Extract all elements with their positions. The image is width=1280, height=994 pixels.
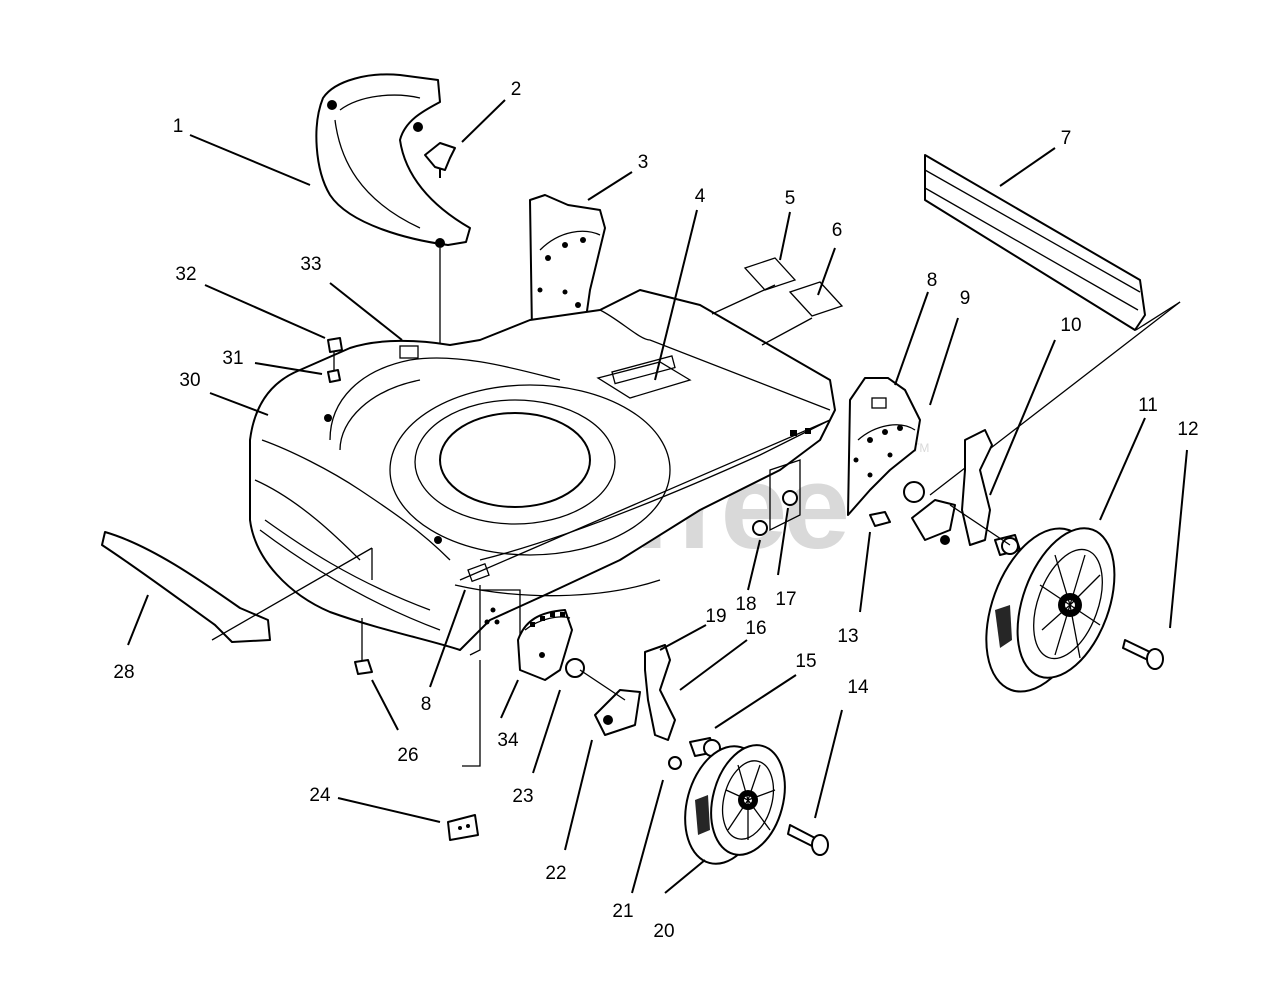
callout-22: 22 [545, 863, 566, 884]
callout-5: 5 [785, 188, 796, 209]
callout-23: 23 [512, 786, 533, 807]
callout-24: 24 [309, 785, 331, 806]
callout-14: 14 [847, 677, 869, 698]
part-small-hardware-rear [752, 459, 925, 536]
part-nut [354, 618, 373, 675]
part-deflector [315, 73, 471, 248]
part-rear-shield [924, 154, 1181, 496]
callout-7: 7 [1061, 128, 1072, 149]
part-front-wheel-bolt [787, 824, 829, 856]
callout-18: 18 [735, 594, 756, 615]
part-screws-left [327, 337, 343, 383]
callout-17: 17 [775, 589, 796, 610]
callout-8-front: 8 [421, 694, 432, 715]
part-deck-housing [249, 289, 836, 656]
part-rear-wheel-bolt [1122, 639, 1164, 670]
callout-21: 21 [612, 901, 633, 922]
callout-9: 9 [960, 288, 971, 309]
callout-28: 28 [113, 662, 134, 683]
part-front-wheel [684, 744, 786, 865]
part-height-bracket-front [517, 609, 573, 681]
callout-26: 26 [397, 745, 418, 766]
callout-12: 12 [1177, 419, 1198, 440]
part-rear-axle-bracket [911, 429, 1021, 556]
callout-11: 11 [1138, 395, 1158, 416]
callout-19: 19 [705, 606, 726, 627]
callout-4: 4 [695, 186, 706, 207]
part-front-axle-bracket [565, 644, 721, 770]
callout-1: 1 [173, 116, 184, 137]
callout-33: 33 [300, 254, 321, 275]
part-discharge-plug [101, 531, 373, 643]
callout-2: 2 [511, 79, 522, 100]
callout-15: 15 [795, 651, 816, 672]
callout-31: 31 [222, 348, 243, 369]
callout-32: 32 [175, 264, 196, 285]
part-plate [447, 660, 481, 841]
callout-20: 20 [653, 921, 674, 942]
part-height-bracket-rear-right [847, 377, 921, 516]
part-decals [711, 257, 844, 346]
callout-30: 30 [179, 370, 200, 391]
callouts: 1 2 3 4 5 6 7 8 9 10 11 12 13 14 15 16 1… [113, 79, 1198, 942]
callout-13: 13 [837, 626, 858, 647]
callout-3: 3 [638, 152, 649, 173]
leader-lines [127, 99, 1188, 894]
callout-6: 6 [832, 220, 843, 241]
callout-10: 10 [1060, 315, 1081, 336]
callout-16: 16 [745, 618, 766, 639]
callout-34: 34 [497, 730, 519, 751]
part-rear-wheel [985, 527, 1116, 693]
callout-8-rear: 8 [927, 270, 938, 291]
